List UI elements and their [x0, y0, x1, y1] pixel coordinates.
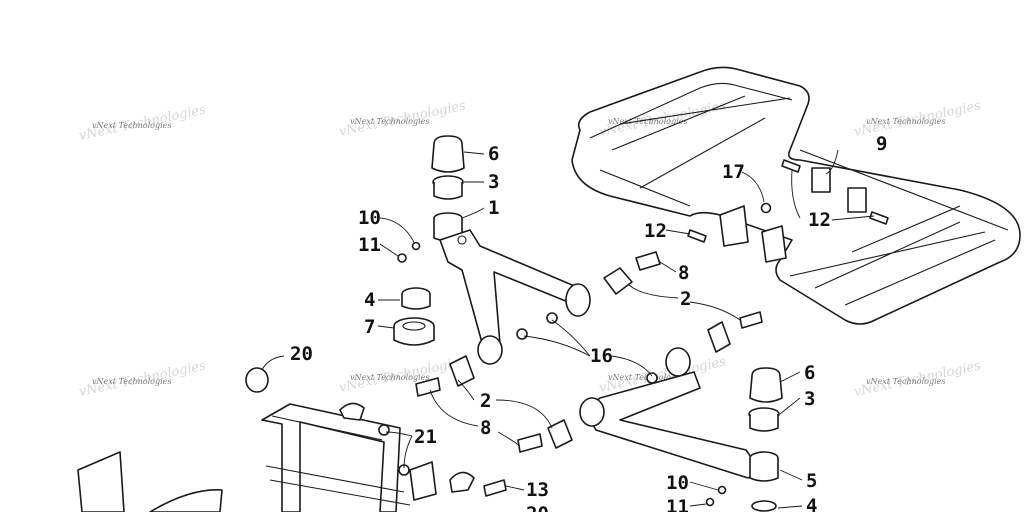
bumper-tab-upper — [339, 402, 365, 421]
lower-arm-bushing-b — [579, 397, 605, 427]
nut-21-a — [378, 424, 390, 436]
rack-bracket-right — [847, 187, 867, 213]
svg-text:vNext Technologies: vNext Technologies — [350, 373, 429, 382]
dust-cap-6 — [431, 135, 465, 173]
callout-17: 17 — [722, 161, 745, 183]
watermarks: vNext Technologies vNext Technologies vN… — [78, 98, 983, 400]
svg-text:vNext Technologies: vNext Technologies — [866, 117, 945, 126]
callout-9: 9 — [876, 133, 887, 155]
callout-5: 5 — [806, 470, 817, 492]
svg-text:vNext Technologies: vNext Technologies — [92, 121, 171, 130]
bolt-13 — [483, 479, 507, 497]
bumper-tab-side — [449, 471, 475, 493]
callout-7: 7 — [364, 316, 375, 338]
bolt-8-lower — [517, 433, 543, 453]
upper-left-stack — [393, 135, 465, 346]
leader-lines — [261, 149, 875, 509]
bushing-2-mid — [707, 321, 731, 353]
callout-11-upper: 11 — [358, 234, 381, 256]
callout-10-lower: 10 — [666, 472, 689, 494]
bushing-4-right — [751, 500, 777, 512]
lower-a-arm — [579, 347, 783, 512]
nut-16-b — [546, 312, 558, 324]
callout-1: 1 — [488, 197, 499, 219]
watermark-6: vNext Technologies vNext Technologies — [338, 354, 468, 396]
callout-12-left: 12 — [644, 220, 667, 242]
bearing-7-body — [393, 326, 435, 346]
callout-16: 16 — [590, 345, 613, 367]
callout-6-upper: 6 — [488, 143, 499, 165]
cap-11-right — [705, 497, 715, 507]
hardware-set — [415, 251, 763, 453]
svg-text:vNext Technologies: vNext Technologies — [608, 117, 687, 126]
rack-assembly — [571, 66, 1021, 325]
dust-cap-6-right — [749, 367, 783, 403]
callout-8-upper: 8 — [678, 262, 689, 284]
callout-20-upper: 20 — [290, 343, 313, 365]
svg-text:vNext Technologies: vNext Technologies — [350, 117, 429, 126]
callout-4-upper: 4 — [364, 289, 375, 311]
watermark-8: vNext Technologies vNext Technologies — [853, 358, 983, 400]
bolt-12-left — [687, 229, 707, 243]
callout-13: 13 — [526, 479, 549, 501]
bushing-3-right-body — [749, 414, 779, 432]
callouts: 6 3 1 10 11 4 7 20 9 17 12 12 8 2 16 2 8… — [290, 133, 887, 512]
grease-fitting-10-right — [717, 485, 727, 495]
nut-16-a — [516, 328, 528, 340]
callout-8-lower: 8 — [480, 417, 491, 439]
bolt-12-right — [869, 211, 889, 225]
callout-2-lower: 2 — [480, 390, 491, 412]
nut-17 — [760, 202, 772, 214]
bolt-12-upper — [781, 159, 801, 173]
rack-clamp-17 — [719, 205, 749, 247]
callout-4-lower: 4 — [806, 495, 817, 512]
callout-12-right: 12 — [808, 209, 831, 231]
bushing-2-left — [449, 355, 475, 387]
callout-20-lower: 20 — [526, 503, 549, 512]
bushing-2-lower — [547, 419, 573, 449]
bumper-tab-lower — [409, 461, 437, 501]
callout-3-lower: 3 — [804, 388, 815, 410]
nut-16-c — [646, 372, 658, 384]
svg-text:vNext Technologies: vNext Technologies — [866, 377, 945, 386]
watermark-1: vNext Technologies vNext Technologies — [78, 102, 208, 144]
front-bumper — [77, 367, 507, 512]
bolt-8-upper — [635, 251, 661, 271]
callout-2-upper: 2 — [680, 288, 691, 310]
watermark-2: vNext Technologies vNext Technologies — [338, 98, 468, 140]
bushing-4-body — [401, 294, 431, 310]
bushing-2-upper — [603, 267, 633, 295]
cap-11 — [397, 253, 407, 263]
watermark-5: vNext Technologies vNext Technologies — [78, 358, 208, 400]
bolt-8-left — [415, 377, 441, 397]
cap-20 — [245, 367, 269, 393]
callout-3-upper: 3 — [488, 171, 499, 193]
rack-clamp-right — [761, 225, 787, 263]
upper-a-arm — [439, 229, 591, 365]
rack-bracket-left — [811, 167, 831, 193]
callout-6-lower: 6 — [804, 362, 815, 384]
grease-fitting-10 — [411, 241, 421, 251]
bumper-guard — [77, 451, 125, 512]
bushing-3-body — [433, 182, 463, 200]
callout-21: 21 — [414, 426, 437, 448]
svg-text:vNext Technologies: vNext Technologies — [92, 377, 171, 386]
spindle-body-5 — [749, 458, 779, 482]
callout-11-lower: 11 — [666, 496, 689, 512]
pivot-bushing-upper — [565, 283, 591, 317]
callout-10-upper: 10 — [358, 207, 381, 229]
bolt-8-right — [739, 311, 763, 329]
watermark-4: vNext Technologies vNext Technologies — [853, 98, 983, 140]
lower-arm-bushing-a — [665, 347, 691, 377]
pivot-bushing-lower — [477, 335, 503, 365]
bumper-guard-curve — [149, 489, 223, 512]
